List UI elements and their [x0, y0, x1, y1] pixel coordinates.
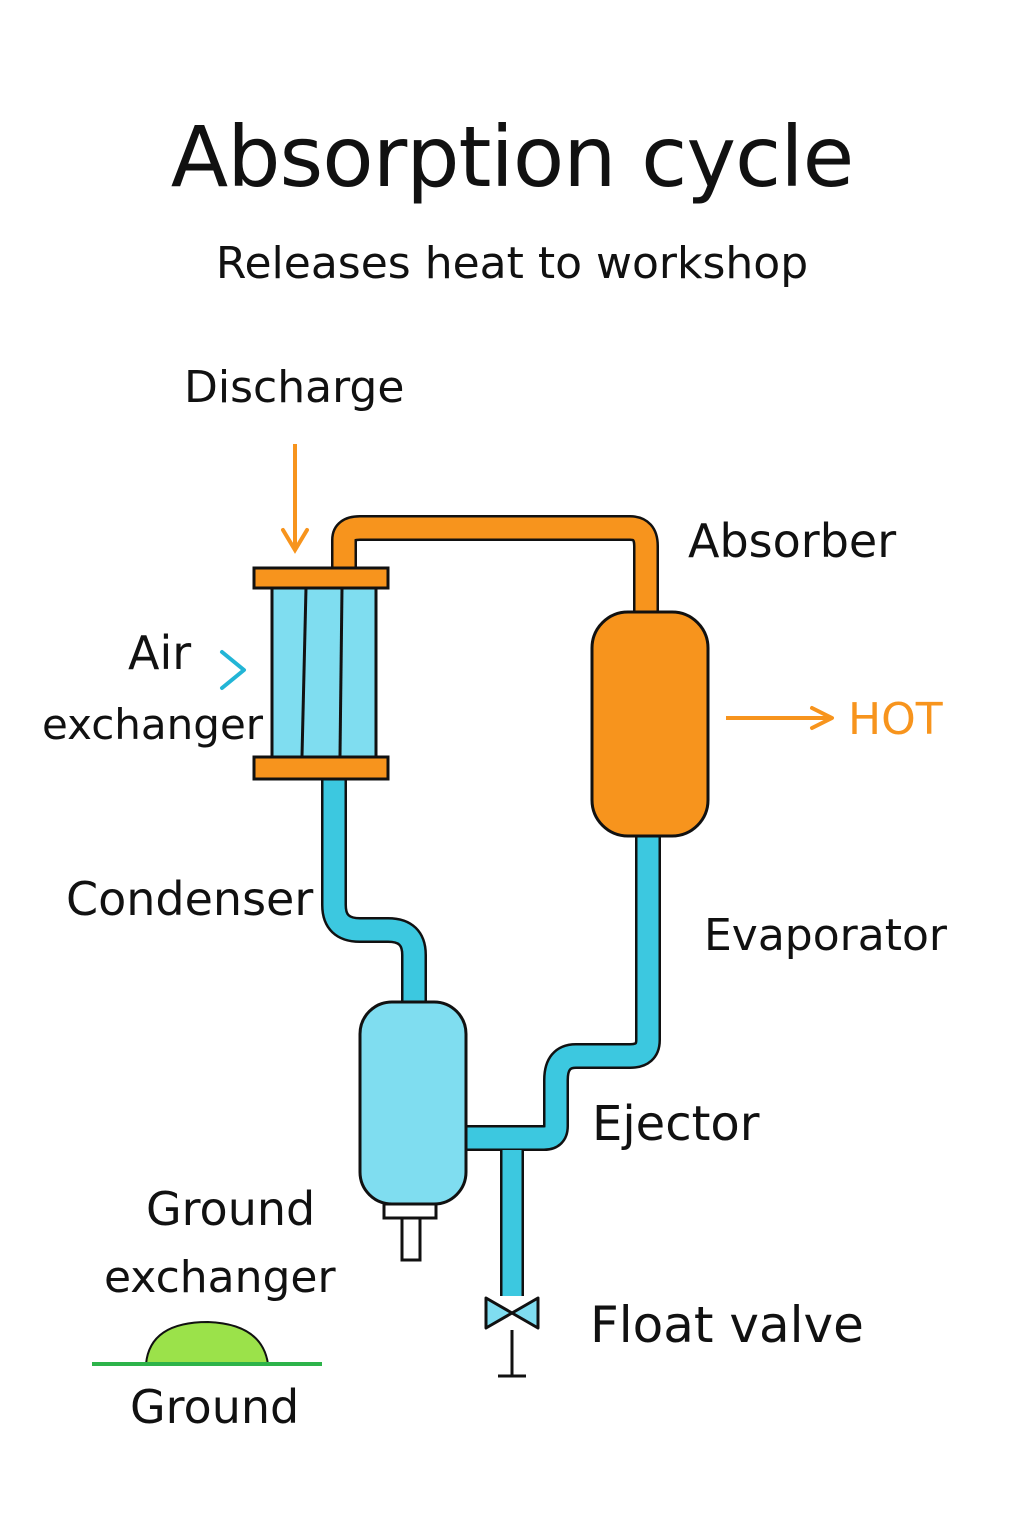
ground-exchanger-vessel	[358, 1000, 468, 1262]
diagram-title: Absorption cycle	[170, 108, 855, 206]
diagram-subtitle: Releases heat to workshop	[215, 238, 809, 289]
ground-exchanger-label-line1: Ground	[146, 1182, 316, 1236]
evaporator-label: Evaporator	[704, 910, 947, 961]
hot-arrow-icon	[726, 706, 834, 730]
absorber-label: Absorber	[688, 514, 897, 568]
ground-label: Ground	[130, 1380, 300, 1434]
air-inlet-chevron-icon	[220, 650, 246, 690]
ground-icon	[92, 1320, 322, 1366]
air-exchanger-label: exchanger	[42, 700, 264, 749]
condenser-pipe	[321, 780, 427, 1010]
float-valve-label: Float valve	[590, 1296, 864, 1354]
float-valve	[484, 1296, 540, 1378]
air-exchanger	[252, 566, 390, 781]
air-label: Air	[128, 626, 192, 680]
discharge-label: Discharge	[184, 362, 405, 413]
discharge-arrow-icon	[281, 444, 309, 554]
condenser-label: Condenser	[66, 872, 314, 926]
absorber-vessel	[590, 610, 710, 838]
hot-label: HOT	[848, 694, 943, 745]
ejector-label: Ejector	[592, 1096, 760, 1152]
ground-exchanger-label-line2: exchanger	[104, 1252, 336, 1303]
